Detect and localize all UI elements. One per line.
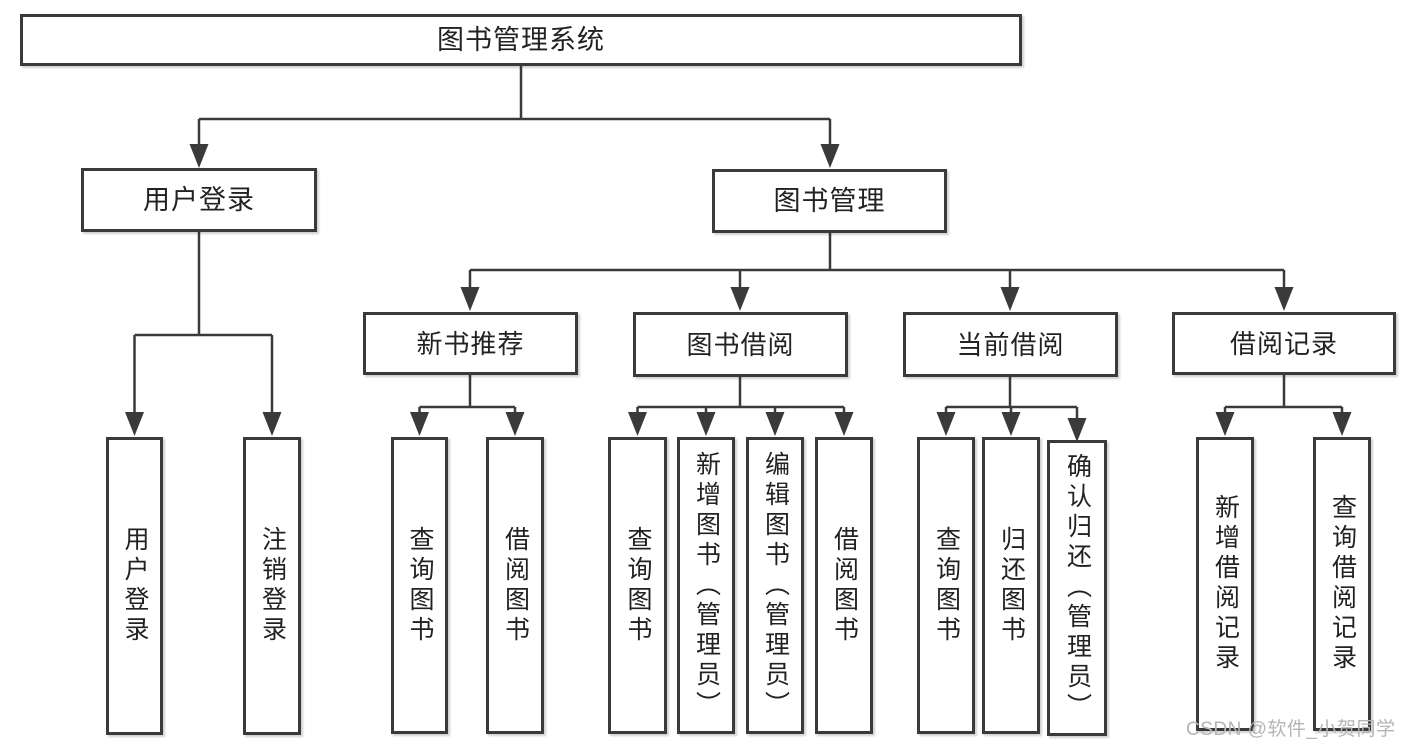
leaf-add-book-admin: 新增图书（管理员） (677, 437, 735, 734)
leaf-query-borrow-record-label: 查询借阅记录 (1328, 494, 1357, 674)
arrow-down-icon (262, 412, 282, 436)
arrow-down-icon (628, 412, 647, 436)
arrow-down-icon (765, 412, 785, 436)
management-branch-connector (460, 233, 1294, 311)
arrow-down-icon (1215, 412, 1235, 436)
node-new-book-recommend-label: 新书推荐 (416, 328, 525, 359)
node-book-borrow-label: 图书借阅 (686, 329, 795, 360)
recommend-group-connector (410, 374, 525, 436)
arrow-down-icon (1067, 418, 1087, 442)
leaf-logout: 注销登录 (243, 437, 301, 735)
arrow-down-icon (730, 287, 750, 311)
borrow-group-connector (628, 377, 854, 436)
arrow-down-icon (1000, 287, 1020, 311)
leaf-return-book: 归还图书 (982, 437, 1040, 734)
node-borrow-records: 借阅记录 (1172, 312, 1396, 375)
arrow-down-icon (410, 412, 429, 436)
node-book-management: 图书管理 (712, 169, 947, 233)
node-book-management-label: 图书管理 (773, 185, 886, 216)
leaf-confirm-return-admin: 确认归还（管理员） (1047, 440, 1107, 736)
leaf-borrow-query-books-label: 查询图书 (624, 525, 652, 646)
node-user-login: 用户登录 (81, 168, 317, 232)
leaf-confirm-return-admin-label: 确认归还（管理员） (1063, 453, 1092, 723)
leaf-current-query-books: 查询图书 (917, 437, 975, 734)
arrow-down-icon (460, 287, 480, 311)
leaf-borrow-books: 借阅图书 (815, 437, 873, 734)
leaf-query-borrow-record: 查询借阅记录 (1313, 437, 1371, 731)
leaf-logout-label: 注销登录 (258, 526, 287, 646)
login-branch-connector (125, 232, 282, 436)
leaf-recommend-query-books-label: 查询图书 (406, 525, 434, 646)
leaf-borrow-query-books: 查询图书 (608, 437, 667, 734)
node-current-borrow: 当前借阅 (903, 312, 1118, 377)
leaf-recommend-borrow-books: 借阅图书 (486, 437, 544, 734)
node-current-borrow-label: 当前借阅 (956, 329, 1065, 360)
leaf-user-login-label: 用户登录 (121, 526, 149, 646)
arrow-down-icon (696, 412, 716, 436)
leaf-recommend-borrow-books-label: 借阅图书 (501, 525, 530, 646)
node-new-book-recommend: 新书推荐 (363, 312, 578, 375)
leaf-add-borrow-record: 新增借阅记录 (1196, 437, 1254, 731)
node-borrow-records-label: 借阅记录 (1229, 328, 1338, 359)
arrow-down-icon (1001, 412, 1021, 436)
root-connector (189, 66, 840, 168)
records-group-connector (1215, 375, 1352, 436)
arrow-down-icon (505, 412, 525, 436)
csdn-watermark: CSDN @软件_小贺同学 (1186, 719, 1396, 740)
arrow-down-icon (820, 144, 840, 168)
leaf-add-borrow-record-label: 新增借阅记录 (1211, 494, 1240, 674)
leaf-borrow-books-label: 借阅图书 (830, 525, 859, 646)
arrow-down-icon (834, 412, 854, 436)
leaf-edit-book-admin-label: 编辑图书（管理员） (761, 450, 790, 721)
node-root-label: 图书管理系统 (437, 24, 605, 55)
leaf-user-login: 用户登录 (106, 437, 163, 735)
node-root: 图书管理系统 (20, 14, 1022, 66)
node-user-login-label: 用户登录 (143, 184, 255, 215)
leaf-return-book-label: 归还图书 (997, 525, 1026, 646)
arrow-down-icon (1274, 287, 1294, 311)
leaf-recommend-query-books: 查询图书 (391, 437, 448, 734)
arrow-down-icon (189, 144, 209, 168)
arrow-down-icon (936, 412, 956, 436)
leaf-edit-book-admin: 编辑图书（管理员） (746, 437, 804, 734)
leaf-current-query-books-label: 查询图书 (932, 525, 961, 646)
arrow-down-icon (1332, 412, 1352, 436)
node-book-borrow: 图书借阅 (633, 312, 848, 377)
arrow-down-icon (125, 412, 144, 436)
leaf-add-book-admin-label: 新增图书（管理员） (692, 450, 721, 721)
current-group-connector (936, 377, 1087, 442)
